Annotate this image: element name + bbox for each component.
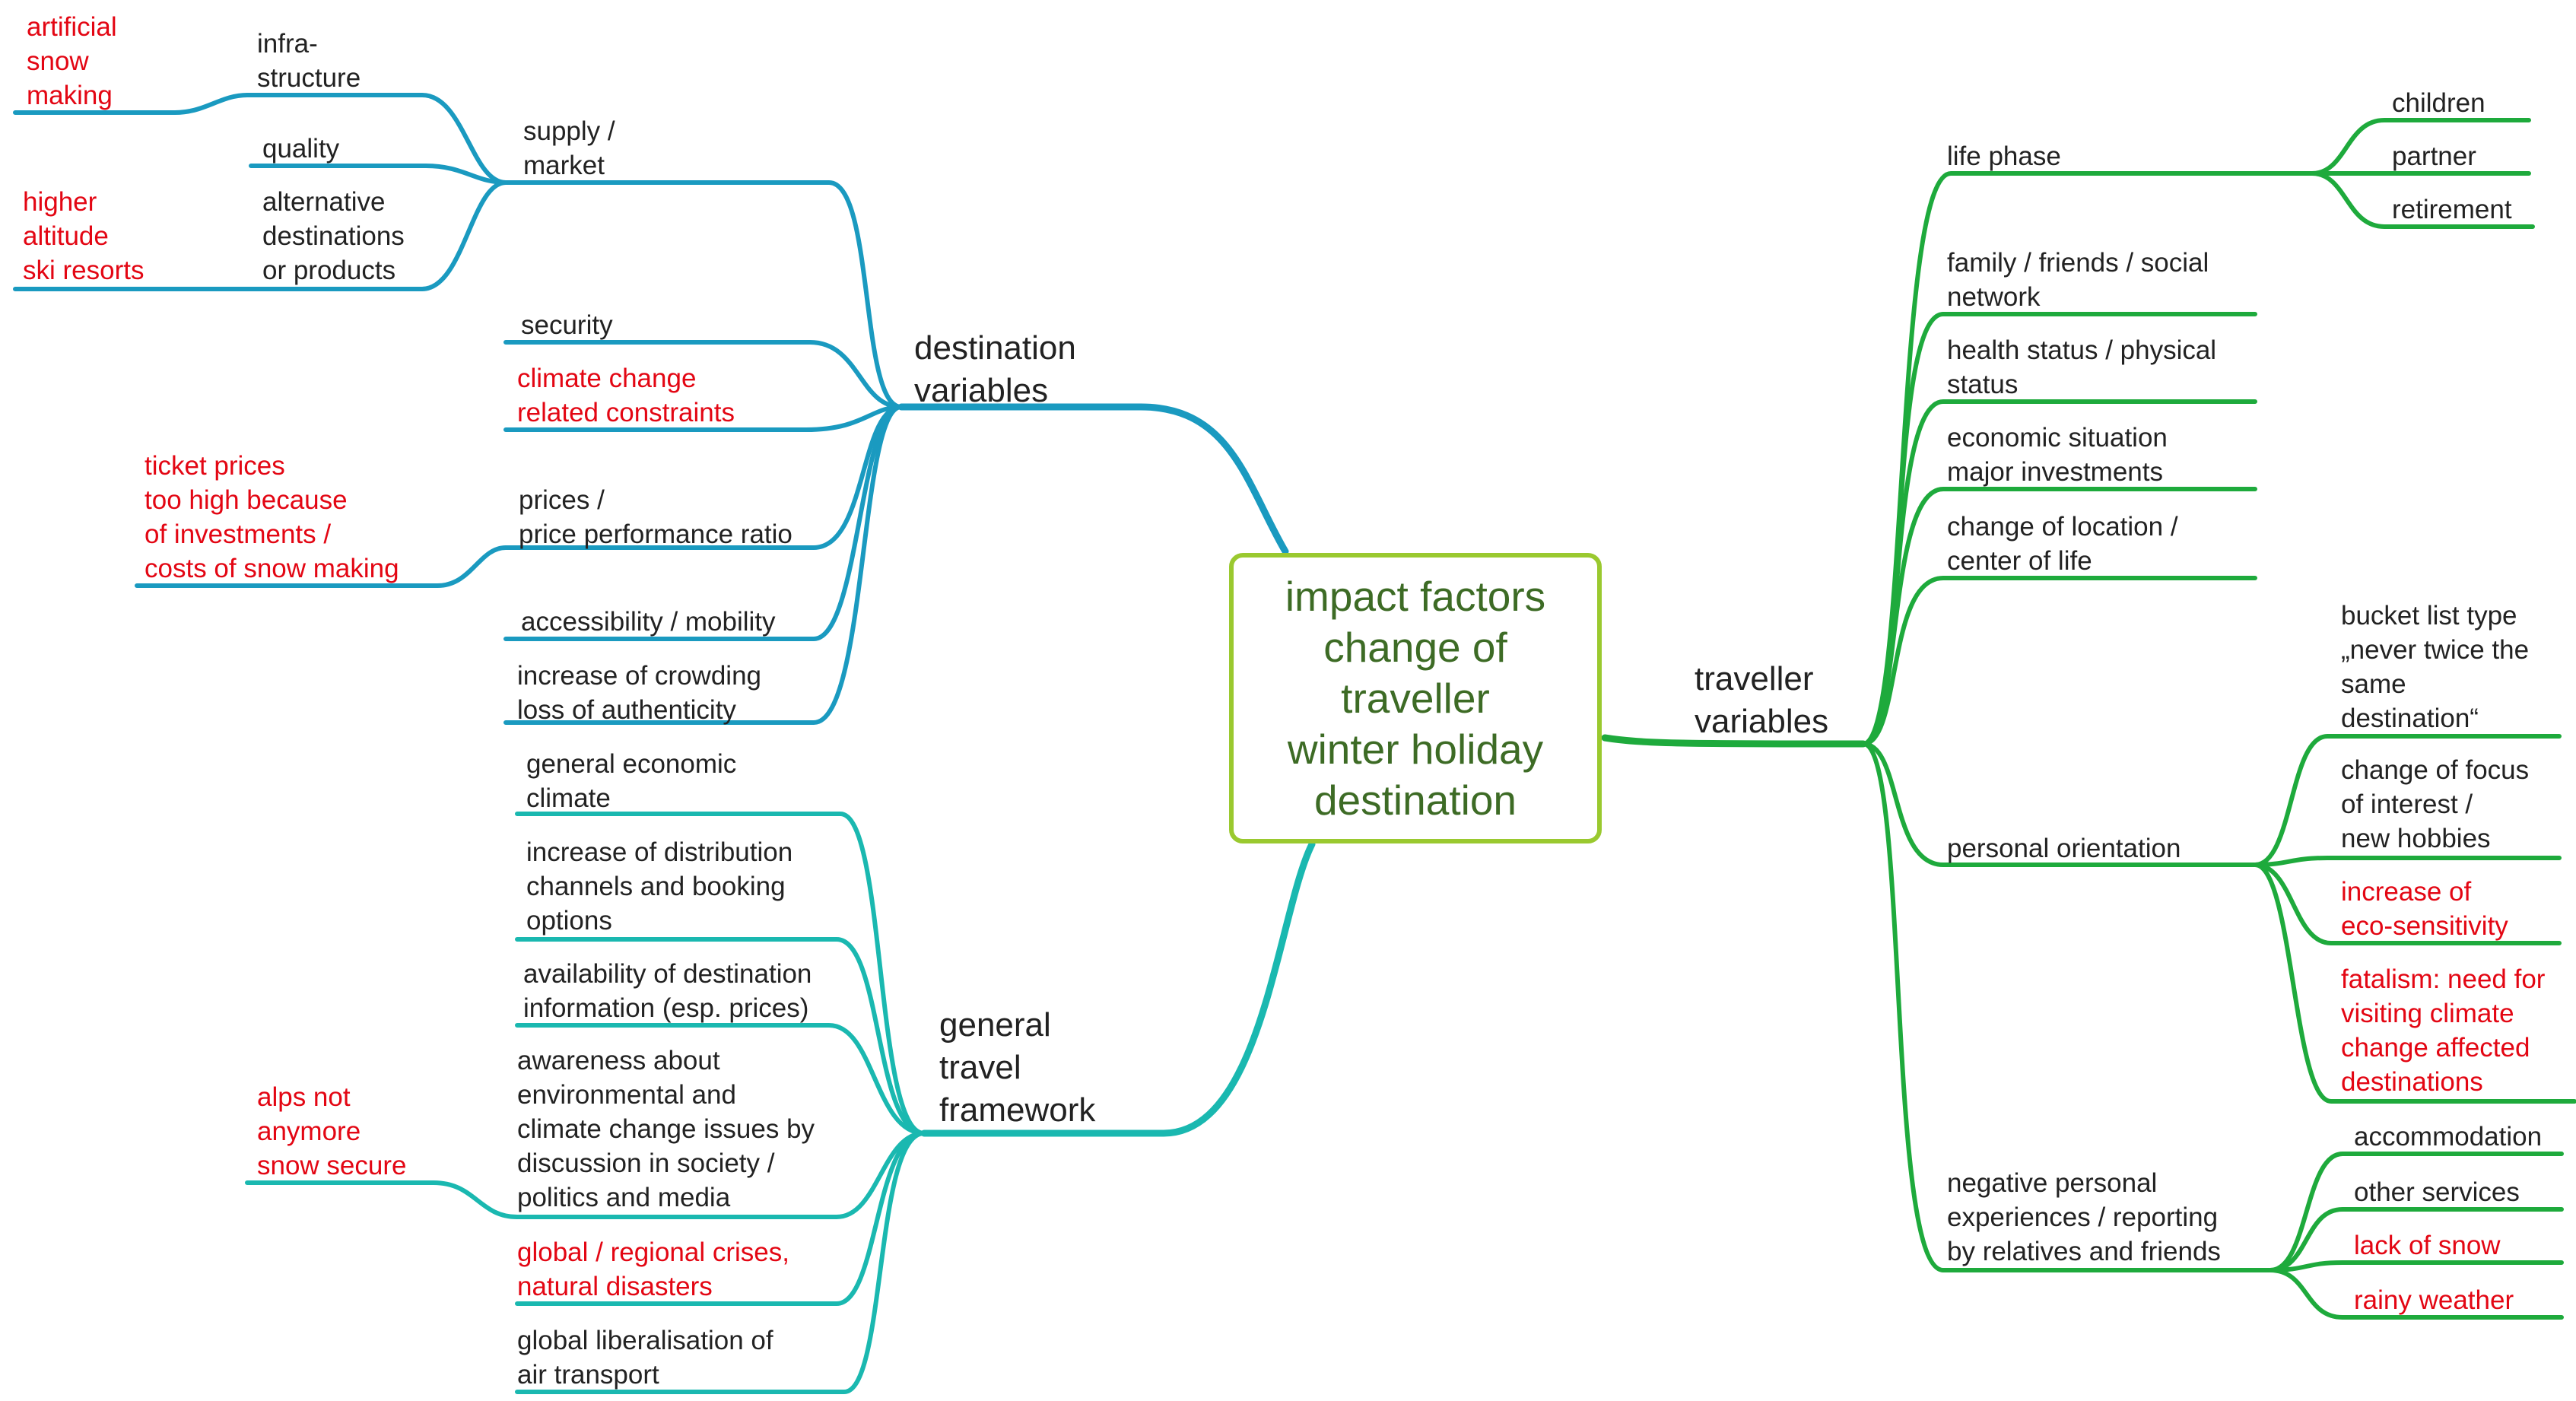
infrastructure-label: infra- structure — [257, 29, 361, 93]
general-framework-branch-lines — [245, 812, 1316, 1394]
artificial-snow-making-label: artificial snow making — [27, 12, 117, 110]
central-topic-title: impact factors change of traveller winte… — [1285, 572, 1546, 824]
connector-infrastructure — [245, 93, 508, 185]
change-of-location-label: change of location / center of life — [1947, 512, 2178, 576]
lack-of-snow-label: lack of snow — [2354, 1231, 2501, 1260]
higher-altitude-label: higher altitude ski resorts — [23, 187, 145, 285]
destination-information-label: availability of destination information … — [523, 959, 812, 1023]
connector-accommodation — [2268, 1152, 2564, 1272]
connector-quality — [249, 164, 508, 185]
climate-constraints-label: climate change related constraints — [517, 364, 735, 427]
central-topic-box: impact factors change of traveller winte… — [1229, 553, 1602, 843]
connector-other-services — [2268, 1207, 2564, 1272]
crises-label: global / regional crises, natural disast… — [517, 1237, 789, 1301]
connector-availability — [515, 1023, 926, 1136]
connector-alternative — [249, 180, 508, 291]
connector-security — [503, 340, 904, 409]
connector-liberalisation — [515, 1131, 926, 1394]
connector-center-general — [920, 840, 1316, 1137]
economic-climate-label: general economic climate — [526, 749, 737, 813]
connector-lack-of-snow — [2268, 1260, 2564, 1272]
connector-children — [2310, 118, 2531, 176]
destination-branch-lines — [13, 93, 1289, 725]
connector-retirement — [2310, 171, 2535, 229]
retirement-label: retirement — [2392, 195, 2512, 224]
connector-supply — [503, 180, 904, 409]
economic-situation-label: economic situation major investments — [1947, 423, 2168, 487]
bucket-list-label: bucket list type „never twice the same d… — [2341, 601, 2530, 733]
connector-rainy-weather — [2268, 1268, 2564, 1320]
eco-sensitivity-label: increase of eco-sensitivity — [2341, 877, 2508, 941]
connector-artificial-snow — [13, 93, 249, 115]
alps-not-snow-secure-label: alps not anymore snow secure — [257, 1082, 407, 1180]
connector-distribution — [515, 937, 926, 1136]
alternative-destinations-label: alternative destinations or products — [262, 187, 405, 285]
connector-economic-climate — [515, 812, 926, 1136]
fatalism-label: fatalism: need for visiting climate chan… — [2341, 964, 2546, 1097]
ticket-prices-label: ticket prices too high because of invest… — [145, 451, 399, 583]
accessibility-label: accessibility / mobility — [521, 607, 776, 637]
connector-fatalism — [2253, 863, 2576, 1104]
connector-center-destination — [897, 403, 1289, 555]
connector-personal — [1861, 742, 2257, 867]
partner-label: partner — [2392, 141, 2476, 171]
air-transport-label: global liberalisation of air transport — [517, 1326, 773, 1390]
general-travel-framework-title: general travel framework — [939, 1006, 1096, 1129]
change-of-focus-label: change of focus of interest / new hobbie… — [2341, 755, 2530, 853]
supply-market-label: supply / market — [523, 116, 615, 180]
prices-label: prices / price performance ratio — [519, 485, 792, 549]
connector-location — [1861, 576, 2257, 746]
connector-ticket-prices — [135, 545, 508, 588]
family-friends-label: family / friends / social network — [1947, 248, 2209, 312]
life-phase-label: life phase — [1947, 141, 2061, 171]
connector-crises — [515, 1131, 926, 1306]
traveller-branch-lines — [1601, 118, 2576, 1320]
crowding-label: increase of crowding loss of authenticit… — [517, 661, 761, 725]
connector-focus — [2253, 856, 2562, 867]
connector-economic — [1861, 487, 2257, 746]
accommodation-label: accommodation — [2354, 1122, 2543, 1152]
rainy-weather-label: rainy weather — [2354, 1285, 2514, 1315]
connector-eco — [2253, 863, 2562, 945]
awareness-label: awareness about environmental and climat… — [517, 1046, 815, 1212]
destination-variables-title: destination variables — [914, 329, 1076, 409]
connector-alps — [245, 1180, 519, 1219]
connector-bucket — [2253, 734, 2562, 867]
connector-crowding — [503, 405, 904, 725]
distribution-channels-label: increase of distribution channels and bo… — [526, 837, 793, 936]
children-label: children — [2392, 88, 2485, 118]
other-services-label: other services — [2354, 1177, 2520, 1207]
connector-center-traveller — [1601, 734, 1867, 748]
health-status-label: health status / physical status — [1947, 335, 2217, 399]
quality-label: quality — [262, 134, 340, 164]
connector-negative — [1861, 742, 2273, 1272]
security-label: security — [521, 310, 613, 340]
personal-orientation-label: personal orientation — [1947, 834, 2181, 863]
negative-experiences-label: negative personal experiences / reportin… — [1947, 1168, 2221, 1266]
traveller-variables-title: traveller variables — [1695, 660, 1829, 740]
